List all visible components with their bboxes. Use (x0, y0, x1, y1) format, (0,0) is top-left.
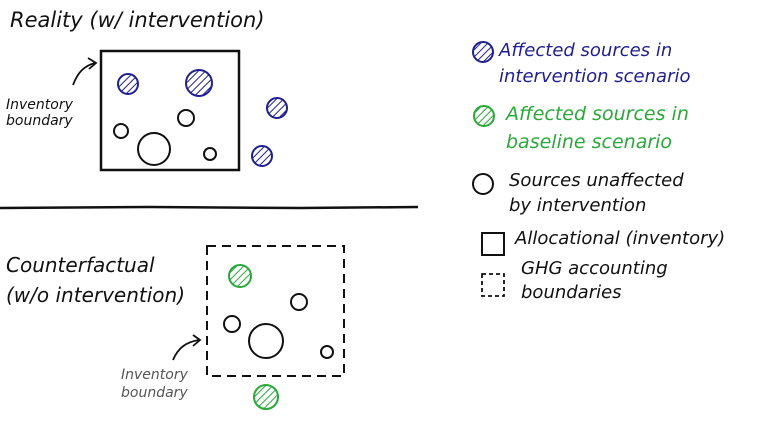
reality-inventory-boundary (99, 49, 241, 172)
affected-baseline-source (253, 384, 279, 410)
reality-unaffected-sources (113, 109, 217, 166)
hatched-circle-icon (473, 105, 495, 127)
section-divider (0, 205, 419, 210)
unaffected-source (203, 147, 217, 161)
reality-boundary-arrow (72, 62, 96, 86)
affected-baseline-source (228, 264, 252, 288)
reality-boundary-label-line1: Inventory (6, 97, 73, 113)
affected-intervention-source (185, 69, 213, 97)
legend-unaffected-label: Sources unaffected by intervention (509, 168, 684, 218)
counterfactual-title-line1: Counterfactual (6, 253, 155, 277)
unaffected-source (113, 123, 129, 139)
legend-symbols (472, 41, 505, 297)
unaffected-source (223, 315, 241, 333)
counterfactual-title: Counterfactual (w/o intervention) (6, 250, 185, 310)
affected-intervention-source (251, 145, 273, 167)
reality-title: Reality (w/ intervention) (10, 8, 265, 32)
counterfactual-boundary-label: Inventory boundary (121, 366, 188, 402)
reality-boundary-arrowhead (87, 57, 98, 70)
reality-affected-intervention-sources (117, 69, 288, 167)
counterfactual-boundary-label-line2: boundary (121, 385, 188, 401)
legend-intervention-label: Affected sources in intervention scenari… (499, 38, 690, 90)
legend-unaffected-line2: by intervention (509, 195, 647, 216)
unaffected-source (248, 323, 284, 359)
hatched-circle-icon (472, 41, 494, 63)
legend-ghg-line2: boundaries (521, 282, 622, 303)
legend-ghg-label: GHG accounting boundaries (521, 257, 668, 305)
counterfactual-inventory-boundary (206, 245, 345, 377)
unaffected-source (320, 345, 334, 359)
reality-boundary-label-line2: boundary (6, 113, 73, 129)
legend-ghg-line1: GHG accounting (521, 258, 668, 279)
affected-intervention-source (117, 73, 139, 95)
counterfactual-title-line2: (w/o intervention) (6, 283, 186, 307)
solid-square-icon (481, 232, 505, 256)
counterfactual-boundary-label-line1: Inventory (121, 367, 188, 383)
unaffected-source (290, 293, 308, 311)
counterfactual-boundary-arrow (172, 339, 200, 361)
legend-unaffected-line1: Sources unaffected (509, 170, 684, 191)
counterfactual-boundary-arrowhead (192, 334, 202, 347)
open-circle-icon (472, 173, 494, 195)
legend-intervention-line2: intervention scenario (499, 66, 691, 87)
counterfactual-unaffected-sources (223, 293, 334, 359)
dashed-square-icon (481, 273, 505, 297)
affected-intervention-source (266, 97, 288, 119)
unaffected-source (177, 109, 195, 127)
legend-baseline-line2: baseline scenario (506, 131, 673, 153)
legend-baseline-label: Affected sources in baseline scenario (506, 100, 689, 156)
reality-boundary-label: Inventory boundary (6, 97, 73, 129)
counterfactual-affected-baseline-sources (228, 264, 279, 410)
legend-baseline-line1: Affected sources in (506, 103, 689, 125)
unaffected-source (137, 132, 171, 166)
legend-intervention-line1: Affected sources in (499, 40, 673, 61)
legend-allocational-label: Allocational (inventory) (515, 228, 726, 249)
